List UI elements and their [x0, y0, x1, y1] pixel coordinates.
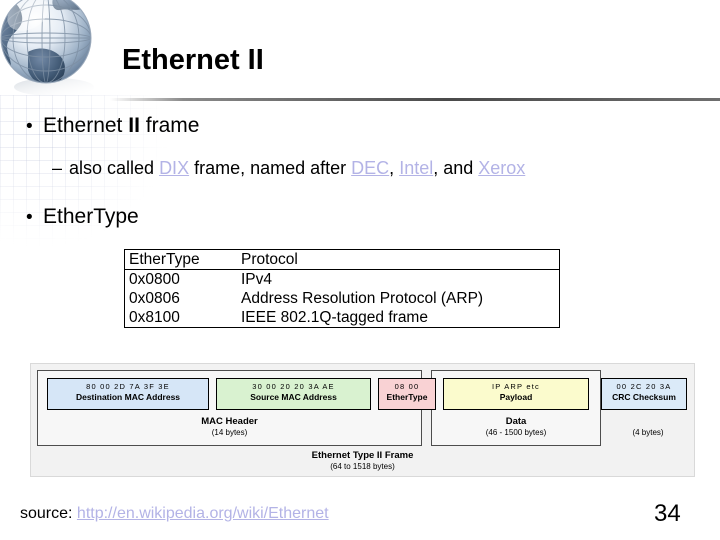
- ethernet-frame-diagram: 80 00 2D 7A 3F 3E Destination MAC Addres…: [30, 363, 695, 477]
- ethertype-protocol-table: EtherType Protocol 0x0800 IPv4 0x0806 Ad…: [124, 249, 560, 328]
- caption-crc-bytes: (4 bytes): [605, 428, 691, 438]
- title-divider: [110, 98, 720, 101]
- caption-ethernet-type-ii-frame: Ethernet Type II Frame (64 to 1518 bytes…: [31, 450, 694, 472]
- caption-subtitle: (4 bytes): [632, 428, 664, 437]
- caption-data: Data (46 - 1500 bytes): [431, 416, 601, 438]
- table-cell-ethertype: 0x0800: [129, 271, 180, 288]
- link-intel[interactable]: Intel: [399, 158, 434, 178]
- bullet-ethernet-ii-frame: • Ethernet II frame: [26, 114, 199, 138]
- field-hex-value: 30 00 20 20 3A AE: [252, 382, 335, 391]
- table-header-ethertype: EtherType: [125, 250, 237, 270]
- link-xerox[interactable]: Xerox: [478, 158, 526, 178]
- table-row: 0x0806 Address Resolution Protocol (ARP): [125, 289, 559, 308]
- caption-subtitle: (64 to 1518 bytes): [330, 462, 395, 471]
- globe-logo: [0, 0, 114, 105]
- field-crc-checksum: 00 2C 20 3A CRC Checksum: [601, 378, 687, 410]
- bullet-text-part-bold: II: [128, 114, 140, 137]
- bullet-text-part: frame: [139, 114, 200, 137]
- field-hex-value: 80 00 2D 7A 3F 3E: [86, 382, 170, 391]
- caption-title: Data: [505, 416, 527, 427]
- table-row: 0x8100 IEEE 802.1Q-tagged frame: [125, 308, 559, 327]
- bullet-text-part: ,: [389, 158, 400, 178]
- source-label: source:: [20, 505, 73, 522]
- field-label: Source MAC Address: [250, 392, 337, 402]
- caption-subtitle: (46 - 1500 bytes): [485, 428, 547, 437]
- slide-title-bar: Ethernet II: [0, 20, 720, 101]
- field-hex-value: IP ARP etc: [492, 382, 540, 391]
- field-hex-value: 00 2C 20 3A: [616, 382, 672, 391]
- bullet-text-part: , and: [433, 158, 479, 178]
- bullet-also-called-dix: –also called DIX frame, named after DEC,…: [52, 158, 525, 179]
- page-title: Ethernet II: [122, 44, 264, 76]
- table-cell-ethertype: 0x8100: [129, 309, 180, 326]
- table-row: 0x0800 IPv4: [125, 270, 559, 290]
- field-destination-mac: 80 00 2D 7A 3F 3E Destination MAC Addres…: [47, 378, 209, 410]
- bullet-text-part: Ethernet: [43, 114, 129, 137]
- caption-subtitle: (14 bytes): [211, 428, 248, 437]
- table-header-protocol: Protocol: [237, 250, 559, 270]
- field-label: CRC Checksum: [612, 392, 676, 402]
- field-ethertype: 08 00 EtherType: [378, 378, 436, 410]
- page-number: 34: [654, 500, 681, 527]
- source-line: source: http://en.wikipedia.org/wiki/Eth…: [20, 505, 329, 523]
- table-cell-ethertype: 0x0806: [129, 290, 180, 307]
- table-cell-protocol: IPv4: [241, 271, 273, 288]
- bullet-marker: •: [26, 116, 33, 137]
- field-label: Payload: [499, 392, 533, 402]
- link-dix[interactable]: DIX: [159, 158, 190, 178]
- bullet-marker: •: [26, 207, 33, 228]
- field-label: EtherType: [386, 392, 428, 402]
- caption-mac-header: MAC Header (14 bytes): [37, 416, 422, 438]
- table-cell-protocol: Address Resolution Protocol (ARP): [241, 290, 484, 307]
- field-hex-value: 08 00: [394, 382, 420, 391]
- link-source-url[interactable]: http://en.wikipedia.org/wiki/Ethernet: [76, 505, 329, 522]
- bullet-text-part: also called: [69, 158, 160, 178]
- field-source-mac: 30 00 20 20 3A AE Source MAC Address: [216, 378, 371, 410]
- bullet-text-part: EtherType: [43, 205, 139, 228]
- link-dec[interactable]: DEC: [351, 158, 390, 178]
- caption-title: Ethernet Type II Frame: [311, 450, 414, 461]
- field-label: Destination MAC Address: [75, 392, 181, 402]
- table-cell-protocol: IEEE 802.1Q-tagged frame: [241, 309, 428, 326]
- caption-title: MAC Header: [201, 416, 258, 427]
- bullet-text-part: frame, named after: [189, 158, 352, 178]
- bullet-marker-dash: –: [52, 158, 63, 178]
- bullet-ethertype: • EtherType: [26, 205, 139, 229]
- field-payload: IP ARP etc Payload: [443, 378, 589, 410]
- table-header-row: EtherType Protocol: [125, 250, 559, 270]
